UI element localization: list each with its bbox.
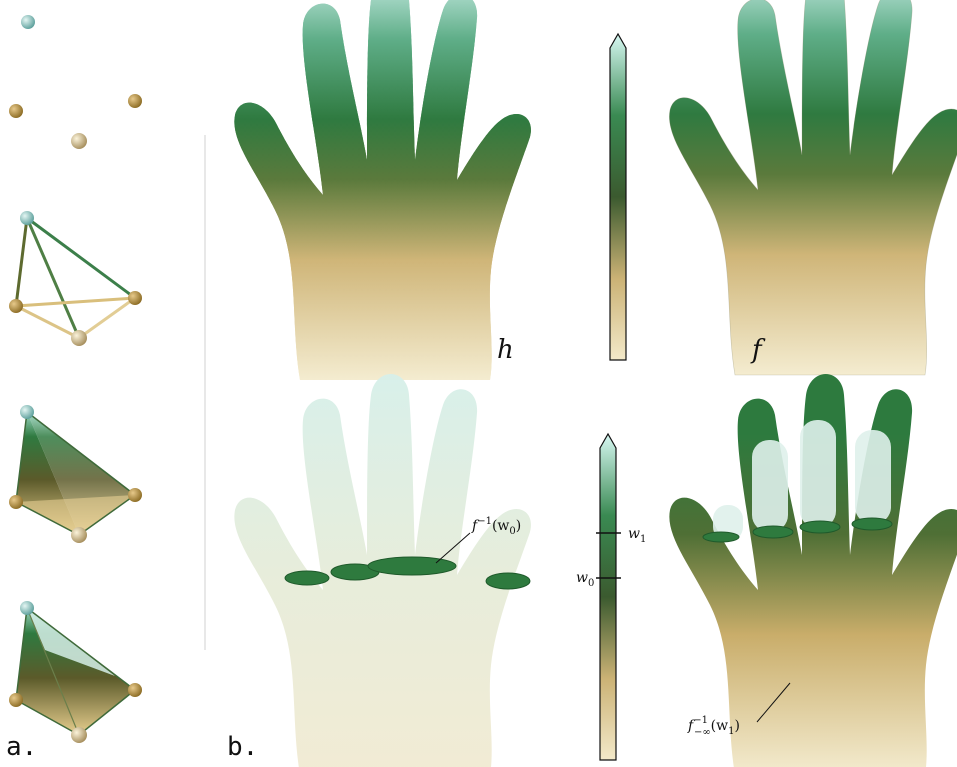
label-w1: w1 — [628, 526, 646, 545]
panel-label-a: a. — [6, 732, 37, 762]
label-h: h — [497, 335, 514, 365]
colorbar-top — [610, 34, 626, 360]
vertex-left — [9, 104, 23, 118]
panel-label-b: b. — [227, 732, 258, 762]
vertex-front — [71, 133, 87, 149]
tetra-wireframe — [9, 211, 142, 346]
tetra-cut — [9, 601, 142, 743]
vertices-only — [9, 15, 142, 149]
colorbar-bottom — [596, 434, 621, 760]
vertex-top — [21, 15, 35, 29]
vertex-right — [128, 94, 142, 108]
label-w0: w0 — [576, 570, 594, 589]
tetra-solid — [9, 405, 142, 543]
surface-hand — [669, 0, 957, 375]
panel-a — [9, 15, 142, 743]
point-cloud-dots — [234, 0, 531, 380]
